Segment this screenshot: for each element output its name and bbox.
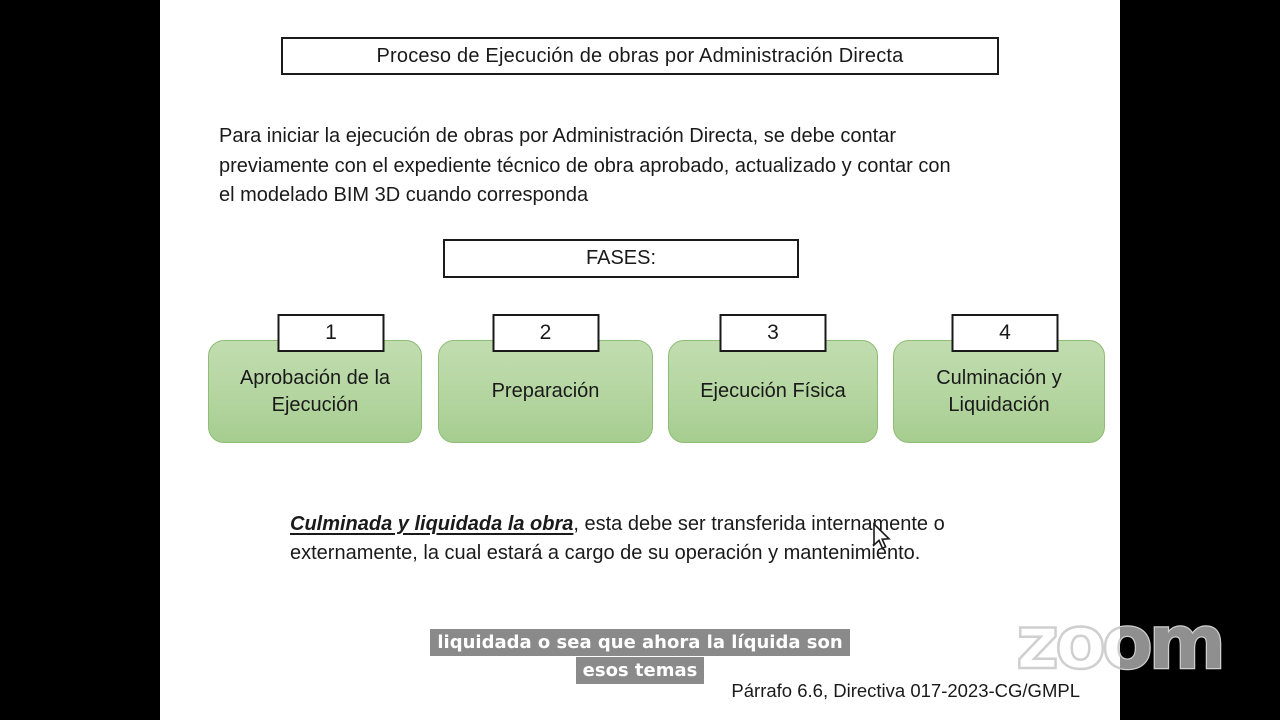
- subtitle-overlay: liquidada o sea que ahora la líquida son…: [0, 629, 1280, 685]
- closing-rest: , esta debe ser transferida internamente…: [573, 513, 945, 535]
- subtitle-line: liquidada o sea que ahora la líquida son: [430, 629, 850, 656]
- phase-number: 2: [539, 321, 552, 344]
- phase-number-box: 4: [951, 314, 1059, 352]
- phase-card: Ejecución Física: [668, 340, 878, 443]
- phase-number-box: 1: [277, 314, 385, 352]
- closing-line: Culminada y liquidada la obra, esta debe…: [290, 510, 1030, 539]
- intro-line: Para iniciar la ejecución de obras por A…: [219, 125, 897, 147]
- phase-preparacion: 2 Preparación: [438, 314, 653, 444]
- fases-heading-box: FASES:: [443, 239, 799, 278]
- phase-number-box: 2: [492, 314, 599, 352]
- phase-number: 3: [767, 321, 779, 344]
- phase-card: Preparación: [438, 340, 653, 443]
- phase-ejecucion-fisica: 3 Ejecución Física: [668, 314, 878, 444]
- phase-label: Culminación y Liquidación: [936, 366, 1062, 416]
- phase-number: 1: [325, 321, 337, 344]
- closing-line: externamente, la cual estará a cargo de …: [290, 541, 921, 564]
- subtitle-row: liquidada o sea que ahora la líquida son: [0, 629, 1280, 657]
- presentation-slide: Proceso de Ejecución de obras por Admini…: [160, 0, 1120, 720]
- closing-paragraph: Culminada y liquidada la obra, esta debe…: [290, 510, 1030, 567]
- phase-card: Aprobación de la Ejecución: [208, 340, 422, 443]
- phase-aprobacion: 1 Aprobación de la Ejecución: [208, 314, 422, 444]
- phase-label: Ejecución Física: [700, 380, 846, 402]
- mouse-cursor-icon: [873, 522, 891, 550]
- intro-line: el modelado BIM 3D cuando corresponda: [219, 184, 589, 206]
- phase-label: Preparación: [491, 380, 600, 402]
- closing-emphasis: Culminada y liquidada la obra: [290, 513, 574, 535]
- intro-paragraph: Para iniciar la ejecución de obras por A…: [219, 122, 1034, 211]
- slide-title: Proceso de Ejecución de obras por Admini…: [376, 44, 904, 67]
- phase-culminacion-liquidacion: 4 Culminación y Liquidación: [893, 314, 1105, 444]
- phase-label: Aprobación de la Ejecución: [239, 366, 391, 416]
- phase-number: 4: [999, 321, 1011, 344]
- subtitle-row: esos temas: [0, 657, 1280, 685]
- subtitle-line: esos temas: [575, 657, 705, 684]
- directive-reference: Párrafo 6.6, Directiva 017-2023-CG/GMPL: [731, 680, 1080, 701]
- intro-line: previamente con el expediente técnico de…: [219, 154, 951, 177]
- phase-card: Culminación y Liquidación: [893, 340, 1105, 443]
- slide-title-box: Proceso de Ejecución de obras por Admini…: [281, 37, 999, 75]
- fases-heading: FASES:: [585, 247, 657, 269]
- phase-number-box: 3: [719, 314, 827, 352]
